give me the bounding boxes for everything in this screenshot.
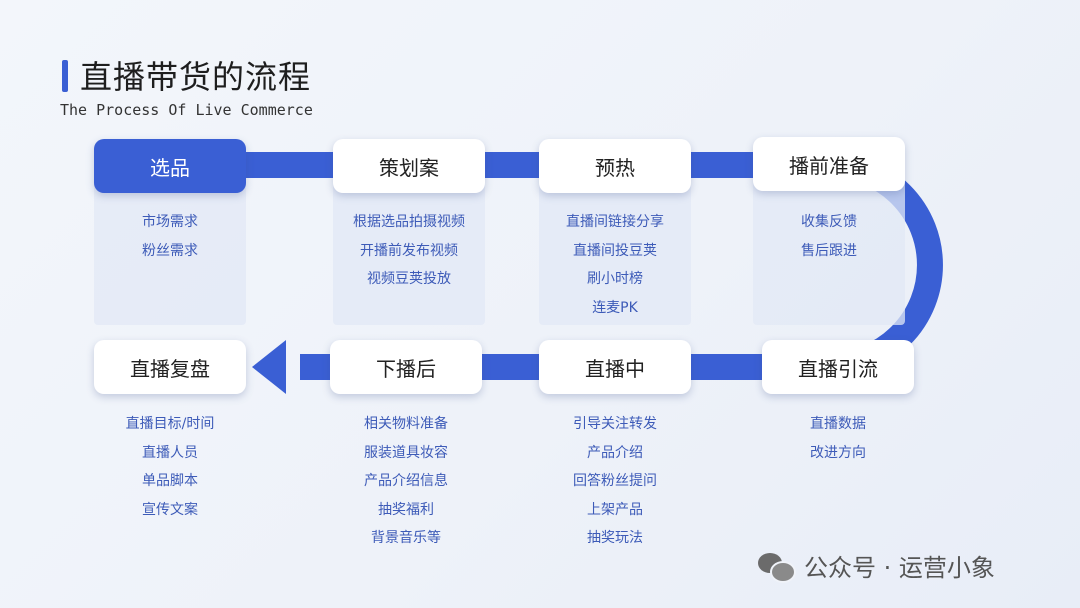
- flow-arrow-head: [252, 340, 286, 394]
- list-item: 抽奖福利: [378, 501, 434, 518]
- list-item: 服装道具妆容: [364, 444, 448, 461]
- list-item: 视频豆荚投放: [367, 271, 451, 287]
- list-item: 直播数据: [810, 416, 866, 432]
- step-node-6: 直播中: [539, 340, 691, 394]
- step-node-5: 直播引流: [762, 340, 914, 394]
- step-node-4: 播前准备: [753, 137, 905, 191]
- step-node-7: 下播后: [330, 340, 482, 394]
- list-item: 抽奖玩法: [587, 530, 643, 546]
- step-6-items: 引导关注转发 产品介绍 回答粉丝提问 上架产品 抽奖玩法: [539, 410, 691, 553]
- page-subtitle: The Process Of Live Commerce: [60, 101, 313, 119]
- list-item: 直播间链接分享: [566, 214, 664, 230]
- step-2-items: 根据选品拍摄视频 开播前发布视频 视频豆荚投放: [333, 208, 485, 294]
- watermark: 公众号 · 运营小象: [758, 548, 995, 583]
- step-4-items: 收集反馈 售后跟进: [753, 208, 905, 265]
- list-item: 连麦PK: [592, 299, 638, 316]
- list-item: 产品介绍信息: [364, 473, 448, 489]
- step-panel-4: [753, 165, 905, 325]
- list-item: 背景音乐等: [371, 530, 441, 546]
- step-node-3: 预热: [539, 139, 691, 193]
- list-item: 引导关注转发: [573, 416, 657, 432]
- list-item: 收集反馈: [801, 214, 857, 230]
- step-node-8: 直播复盘: [94, 340, 246, 394]
- step-7-items: 相关物料准备 服装道具妆容 产品介绍信息 抽奖福利 背景音乐等: [330, 410, 482, 553]
- list-item: 粉丝需求: [142, 242, 198, 259]
- list-item: 直播目标/时间: [125, 416, 215, 432]
- list-item: 根据选品拍摄视频: [353, 214, 465, 230]
- list-item: 售后跟进: [801, 242, 857, 259]
- list-item: 相关物料准备: [364, 416, 448, 432]
- list-item: 单品脚本: [142, 473, 198, 489]
- step-8-items: 直播目标/时间 直播人员 单品脚本 宣传文案: [94, 410, 246, 524]
- list-item: 直播间投豆荚: [573, 242, 657, 259]
- list-item: 市场需求: [142, 214, 198, 230]
- step-3-items: 直播间链接分享 直播间投豆荚 刷小时榜 连麦PK: [539, 208, 691, 322]
- list-item: 回答粉丝提问: [573, 473, 657, 489]
- title-accent-bar: [62, 60, 68, 92]
- step-1-items: 市场需求 粉丝需求: [94, 208, 246, 265]
- step-node-2: 策划案: [333, 139, 485, 193]
- page-title: 直播带货的流程: [80, 58, 312, 96]
- list-item: 刷小时榜: [587, 271, 643, 287]
- list-item: 产品介绍: [587, 444, 643, 461]
- list-item: 改进方向: [810, 444, 866, 461]
- list-item: 直播人员: [142, 444, 198, 461]
- list-item: 开播前发布视频: [360, 242, 458, 259]
- list-item: 宣传文案: [142, 501, 198, 518]
- list-item: 上架产品: [587, 501, 643, 518]
- wechat-icon: [758, 551, 796, 583]
- top-connector: [240, 152, 776, 178]
- step-5-items: 直播数据 改进方向: [762, 410, 914, 467]
- step-node-1: 选品: [94, 139, 246, 193]
- watermark-text: 公众号 · 运营小象: [804, 554, 995, 582]
